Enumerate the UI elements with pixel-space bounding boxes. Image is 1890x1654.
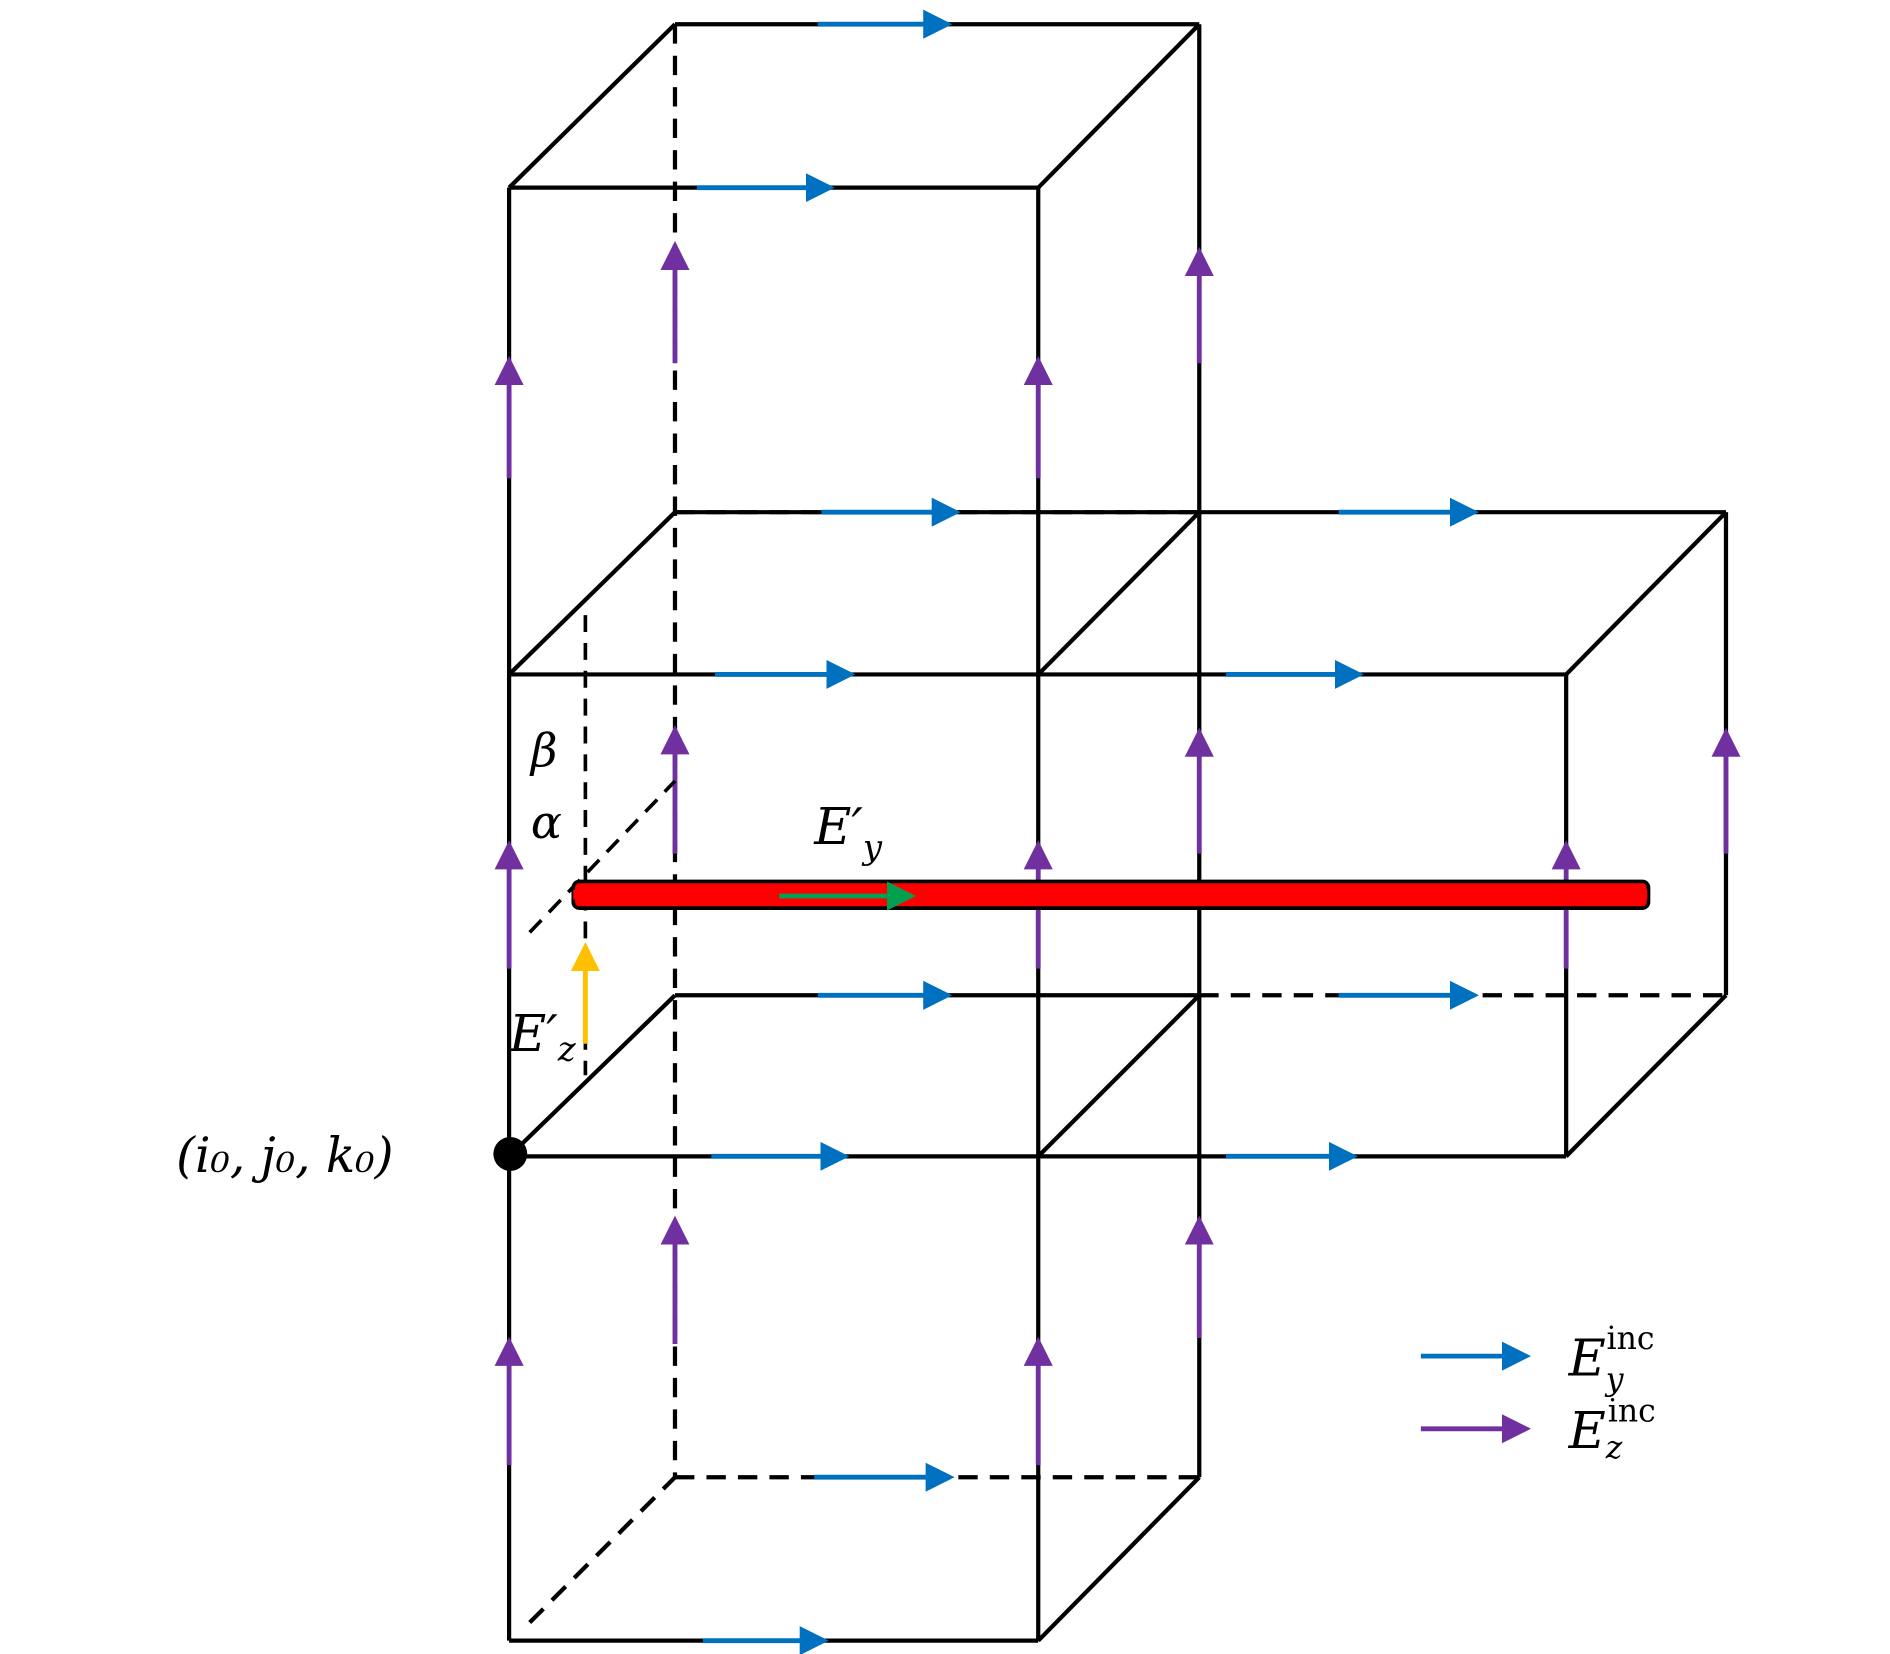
alpha-guide-line <box>528 779 677 934</box>
grid-edge <box>1036 993 1201 1158</box>
grid-edge <box>1036 22 1201 190</box>
alpha-label: α <box>531 795 562 849</box>
origin-label: (i₀, j₀, k₀) <box>176 1128 393 1184</box>
grid-edge <box>507 22 677 190</box>
field-arrows <box>494 9 1741 1654</box>
ez-prime-label: E′z <box>508 1004 577 1069</box>
grid-edges <box>506 22 1729 1643</box>
origin-node <box>493 1136 528 1171</box>
legend-ey-inc-label: Eyinc <box>1568 1321 1655 1398</box>
grid-edge <box>507 510 677 676</box>
hidden-grid-edge <box>528 1475 677 1625</box>
grid-edge <box>507 993 677 1158</box>
beta-label: β <box>529 723 558 777</box>
ey-prime-label: E′y <box>813 797 883 867</box>
legend: Eyinc Ezinc <box>1420 1321 1656 1466</box>
grid-edge <box>1564 993 1728 1158</box>
grid-edge <box>1036 510 1201 676</box>
grid-edge <box>1564 510 1728 676</box>
legend-ez-inc-label: Ezinc <box>1568 1394 1656 1466</box>
grid-edge <box>1036 1475 1201 1643</box>
